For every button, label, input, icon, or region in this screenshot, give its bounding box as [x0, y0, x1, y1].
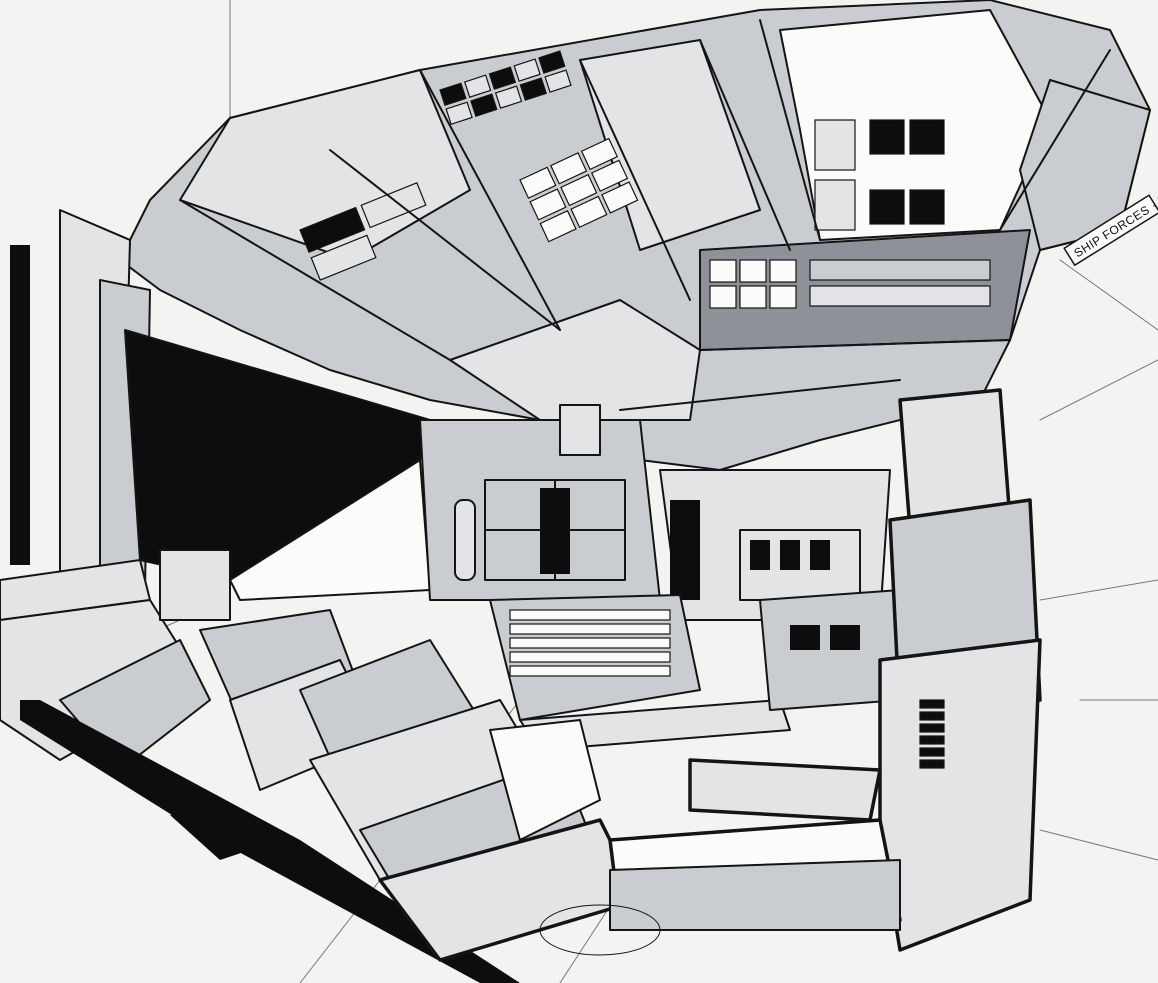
main-console [489, 589, 901, 751]
pilot-seats [229, 639, 642, 962]
floor-shadow-left [20, 700, 520, 983]
ceiling-ribs [179, 19, 1111, 411]
hull-shadow [170, 810, 250, 860]
bench-seat [539, 758, 902, 956]
central-bulkhead [419, 404, 661, 601]
captain-seat [878, 388, 1042, 952]
ceiling-panel-grids [299, 50, 991, 309]
left-bulkhead [0, 209, 151, 621]
